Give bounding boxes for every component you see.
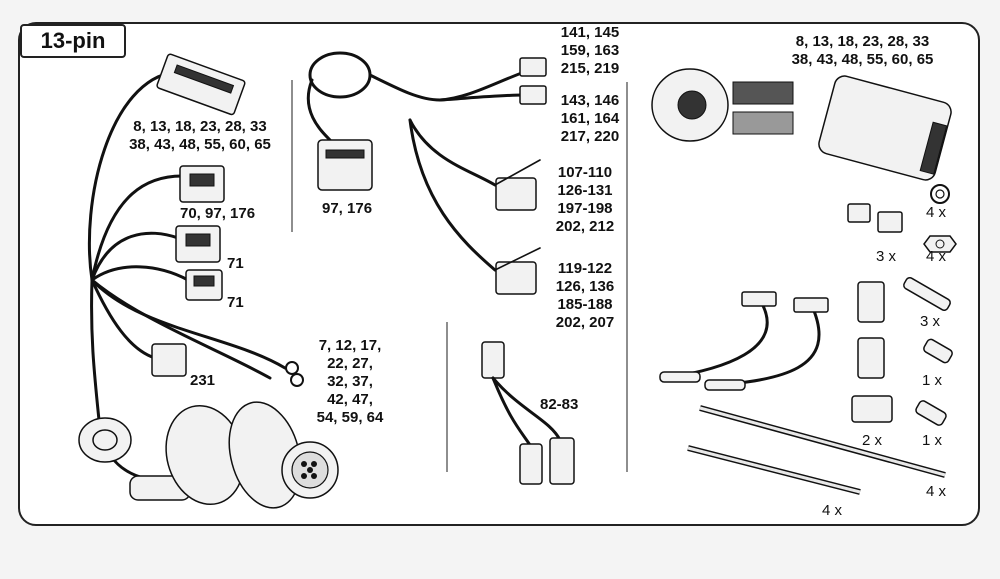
label-line: 202, 212 bbox=[555, 218, 615, 235]
qty-washer: 4 x bbox=[926, 204, 947, 221]
label-line: 8, 13, 18, 23, 28, 33 bbox=[795, 33, 930, 50]
velcro-pad-2 bbox=[732, 111, 794, 135]
label-line: 54, 59, 64 bbox=[316, 409, 384, 426]
label-connector-71b: 71 bbox=[227, 294, 244, 311]
socket-assembly bbox=[78, 401, 339, 509]
label-line: 119-122 bbox=[557, 260, 613, 277]
qty-screw-short: 1 x bbox=[922, 372, 943, 389]
splitter-cable bbox=[481, 341, 575, 485]
middle-harness bbox=[306, 51, 547, 295]
label-mid-a: 107-110 126-131 197-198 202, 212 bbox=[545, 164, 625, 236]
qty-clip: 3 x bbox=[876, 248, 897, 265]
qty-connector-block: 2 x bbox=[862, 432, 883, 449]
label-connector-70: 70, 97, 176 bbox=[180, 205, 256, 222]
label-line: 161, 164 bbox=[560, 110, 620, 127]
label-top-b: 143, 146 161, 164 217, 220 bbox=[550, 92, 630, 146]
label-connector-231: 231 bbox=[190, 372, 216, 389]
qty-nut: 4 x bbox=[926, 248, 947, 265]
label-splitter: 82-83 bbox=[540, 396, 579, 413]
label-line: 215, 219 bbox=[560, 60, 620, 77]
label-line: 197-198 bbox=[557, 200, 613, 217]
label-ring-terminals: 7, 12, 17, 22, 27, 32, 37, 42, 47, 54, 5… bbox=[300, 337, 400, 427]
diagram-title: 13-pin bbox=[20, 24, 126, 58]
label-line: 202, 207 bbox=[555, 314, 615, 331]
label-line: 22, 27, bbox=[327, 355, 373, 372]
main-connector-shape bbox=[156, 53, 246, 116]
right-parts bbox=[651, 68, 957, 495]
label-mid-b: 119-122 126, 136 185-188 202, 207 bbox=[545, 260, 625, 332]
qty-screw-long: 3 x bbox=[920, 313, 941, 330]
qty-tie-long: 4 x bbox=[926, 483, 947, 500]
label-line: 7, 12, 17, bbox=[318, 337, 382, 354]
label-line: 185-188 bbox=[557, 296, 613, 313]
label-line: 8, 13, 18, 23, 28, 33 bbox=[133, 118, 267, 135]
label-line: 38, 43, 48, 55, 60, 65 bbox=[791, 51, 934, 68]
label-line: 217, 220 bbox=[560, 128, 620, 145]
label-line: 141, 145 bbox=[560, 24, 620, 41]
label-line: 126, 136 bbox=[555, 278, 615, 295]
label-main-connector: 8, 13, 18, 23, 28, 33 38, 43, 48, 55, 60… bbox=[110, 118, 290, 154]
label-line: 42, 47, bbox=[327, 391, 373, 408]
label-line: 159, 163 bbox=[560, 42, 620, 59]
connector-231 bbox=[151, 343, 187, 377]
label-line: 143, 146 bbox=[560, 92, 620, 109]
connector-top-b bbox=[519, 85, 547, 105]
label-module: 8, 13, 18, 23, 28, 33 38, 43, 48, 55, 60… bbox=[770, 33, 955, 69]
connector-mid-a bbox=[495, 177, 537, 211]
label-line: 32, 37, bbox=[327, 373, 373, 390]
qty-tie-short: 4 x bbox=[822, 502, 843, 519]
label-top-a: 141, 145 159, 163 215, 219 bbox=[550, 24, 630, 78]
connector-top-a bbox=[519, 57, 547, 77]
label-line: 126-131 bbox=[557, 182, 613, 199]
connector-mid-b bbox=[495, 261, 537, 295]
velcro-pad-1 bbox=[732, 81, 794, 105]
connector-97 bbox=[317, 139, 373, 191]
label-connector-97: 97, 176 bbox=[322, 200, 373, 217]
qty-screw-small: 1 x bbox=[922, 432, 943, 449]
label-line: 38, 43, 48, 55, 60, 65 bbox=[129, 136, 271, 153]
label-line: 107-110 bbox=[557, 164, 613, 181]
label-connector-71a: 71 bbox=[227, 255, 244, 272]
module-box bbox=[818, 75, 952, 181]
